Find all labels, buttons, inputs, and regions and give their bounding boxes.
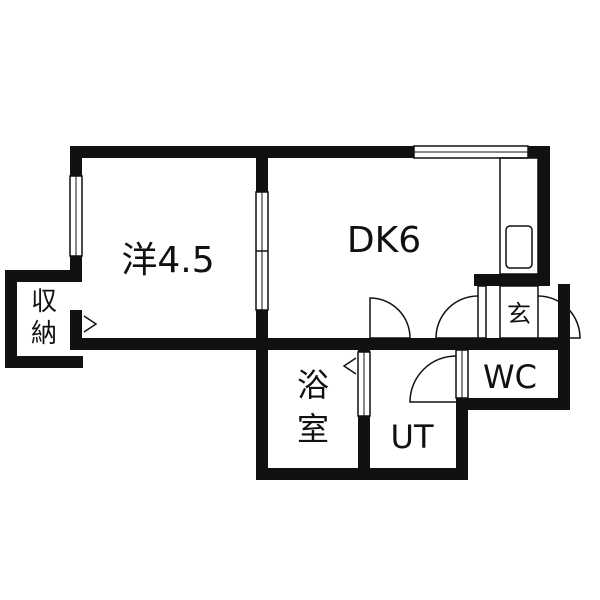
bath-door-triangle-icon: [342, 357, 357, 375]
door-swing-entrance-right-icon: [537, 295, 581, 339]
entrance-partition: [477, 285, 539, 339]
kitchen-counter: [499, 157, 539, 275]
counter: [499, 157, 539, 275]
wall-right: [538, 146, 550, 284]
room-western-label: 洋4.5: [121, 240, 214, 281]
room-dk-label: DK6: [347, 220, 421, 261]
room-labels: 洋4.5 DK6 収 納 浴 室 UT WC 玄: [31, 220, 537, 456]
door-swings: [83, 295, 581, 403]
windows: [69, 145, 529, 417]
wall-western-bottom: [70, 338, 366, 350]
wall-bath-left: [256, 338, 268, 480]
sink-icon: [505, 225, 533, 269]
entrance-divider-right: [499, 285, 539, 339]
wall-entrance-top: [474, 274, 550, 286]
wall-storage-left: [5, 270, 17, 368]
door-swing-dk-ut-icon: [369, 297, 411, 339]
room-toilet-label: WC: [483, 358, 537, 396]
wall-storage-bottom: [5, 356, 83, 368]
wall-dk-bottom-right: [358, 338, 570, 350]
room-bath-label-2: 室: [297, 410, 329, 448]
entrance-divider-left: [477, 285, 487, 339]
storage-door-triangle-icon: [83, 315, 98, 333]
room-entrance-label: 玄: [507, 300, 531, 328]
room-bath-label-1: 浴: [297, 366, 329, 404]
room-storage-label-1: 収: [31, 287, 57, 317]
door-swing-entrance-left-icon: [435, 295, 479, 339]
wall-storage-top: [5, 270, 82, 282]
room-utility-label: UT: [391, 418, 434, 456]
wall-wc-bottom: [456, 398, 570, 410]
wall-wc-right: [558, 284, 570, 410]
room-storage-label-2: 納: [31, 319, 57, 349]
door-swing-ut-icon: [409, 355, 457, 403]
